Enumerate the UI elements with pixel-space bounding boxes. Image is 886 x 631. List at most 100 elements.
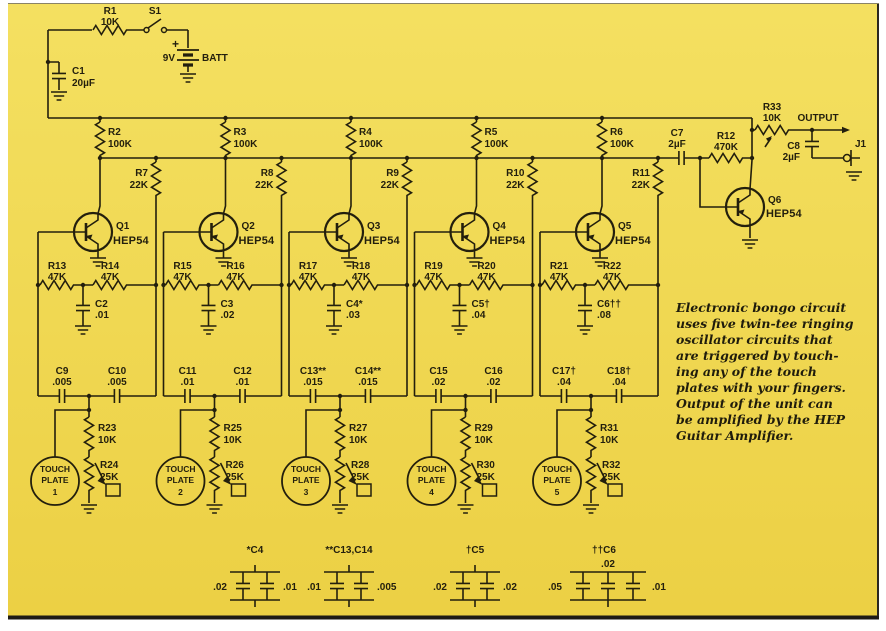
r12-value: 470K [714, 142, 739, 153]
c8-value: 2µF [783, 152, 800, 163]
junction-dot [582, 282, 588, 288]
legend-wiring [230, 565, 280, 607]
s1-ref: S1 [149, 6, 162, 17]
battery-plus: + [172, 37, 179, 51]
touch-plate-number: 2 [178, 487, 183, 497]
oscillator-stage: R6 100K R11 22K Q5 HEP54 R21 47K R22 47K… [532, 115, 664, 514]
r-pot-ref: R26 [226, 460, 245, 471]
r-couple-ref: R9 [386, 168, 399, 179]
caption-line: be amplified by the HEP [676, 412, 846, 427]
main-wiring [47, 29, 844, 238]
touch-plate [532, 456, 582, 506]
legend-c6: ††C6 .05 .02 .01 [548, 545, 666, 607]
legend-c13-c14: **C13,C14 .01 .005 [307, 545, 397, 607]
caption-block: Electronic bongo circuit uses five twin-… [675, 300, 854, 443]
junction-dot [404, 155, 410, 161]
junction-dot [474, 115, 479, 121]
junction-dot [153, 155, 159, 161]
r33-value: 10K [763, 113, 782, 124]
c-mid-value: .08 [597, 310, 611, 321]
r-pot-value: 25K [100, 472, 119, 483]
c-left-value: .015 [303, 377, 323, 388]
c-left-ref: C15 [429, 366, 448, 377]
r-top-value: 10K [98, 435, 117, 446]
junction-dot [348, 155, 354, 161]
r33-ref: R33 [763, 102, 782, 113]
pot-wiper-arrowhead [223, 476, 232, 485]
r-pot-value: 25K [351, 472, 370, 483]
touch-plate-number: 5 [555, 487, 560, 497]
c7-ref: C7 [671, 128, 684, 139]
switch-throw [160, 26, 168, 34]
r-tee-r-value: 47K [226, 272, 245, 283]
r-top-value: 10K [600, 435, 619, 446]
r-couple-value: 22K [506, 180, 525, 191]
junction-dot [530, 155, 535, 161]
r-top-ref: R27 [349, 423, 368, 434]
pot-wiper-arrow [470, 462, 482, 482]
transistor-type: HEP54 [364, 235, 401, 247]
junction-dot [212, 393, 217, 399]
touch-plate-word1: TOUCH [40, 464, 70, 474]
junction-dot [45, 59, 51, 65]
pot-wiper-arrow [219, 462, 231, 482]
junction-dot [223, 115, 228, 121]
c-mid-ref: C4* [346, 299, 363, 310]
c7-value: 2µF [668, 139, 685, 150]
r-pot-value: 25K [602, 472, 621, 483]
r-couple-ref: R8 [261, 168, 274, 179]
transistor-ref: Q5 [618, 221, 632, 232]
junction-dot [588, 393, 594, 399]
yellow-background [8, 3, 879, 616]
legend-title: **C13,C14 [325, 545, 373, 556]
pot-terminal-pad [481, 483, 498, 497]
c1-ref: C1 [72, 66, 85, 77]
r-tee-r-value: 47K [101, 272, 120, 283]
c-mid-ref: C3 [221, 299, 234, 310]
junction-dot [749, 127, 755, 133]
r-load-value: 100K [359, 139, 384, 150]
transistor-type: HEP54 [113, 235, 150, 247]
pot-terminal-pad [607, 483, 623, 497]
r-load-ref: R5 [485, 127, 498, 138]
caption-line: are triggered by touch- [676, 348, 839, 363]
touch-plate-word2: PLATE [418, 475, 446, 485]
r-tee-l-value: 47K [424, 272, 443, 283]
caption-line: oscillator circuits that [676, 332, 833, 347]
r1-value: 10K [101, 17, 120, 28]
c-mid-ref: C6†† [597, 299, 621, 310]
junction-dot [86, 407, 92, 413]
r-tee-r-ref: R18 [352, 261, 371, 272]
junction-dot [97, 115, 103, 121]
junction-dot [537, 282, 543, 288]
r-pot-ref: R32 [602, 460, 621, 471]
junction-dot [530, 282, 535, 288]
junction-dot [599, 115, 605, 121]
r-pot-ref: R24 [100, 460, 119, 471]
legend-right-value: .02 [503, 582, 517, 593]
junction-dot [286, 282, 292, 288]
r-tee-r-ref: R14 [101, 261, 120, 272]
legend-title: *C4 [247, 545, 264, 556]
legend-c5: †C5 .02 .02 [433, 545, 517, 607]
junction-dot [331, 282, 337, 288]
r-top-value: 10K [224, 435, 243, 446]
battery-volts: 9V [163, 53, 176, 64]
c-right-value: .005 [107, 377, 127, 388]
r-load-value: 100K [108, 139, 133, 150]
c-right-ref: C18† [607, 366, 631, 377]
c-left-value: .04 [557, 377, 571, 388]
battery-name: BATT [202, 53, 228, 64]
r-couple-ref: R11 [632, 168, 650, 179]
c8-ref: C8 [787, 141, 800, 152]
junction-dot [35, 282, 41, 288]
c-mid-value: .03 [346, 310, 360, 321]
r-tee-l-ref: R19 [424, 261, 443, 272]
touch-plate-word2: PLATE [543, 475, 571, 485]
r-tee-l-ref: R15 [173, 261, 192, 272]
pot-wiper-arrowhead [97, 476, 106, 485]
c-right-value: .04 [612, 377, 626, 388]
junction-dot [86, 393, 92, 399]
